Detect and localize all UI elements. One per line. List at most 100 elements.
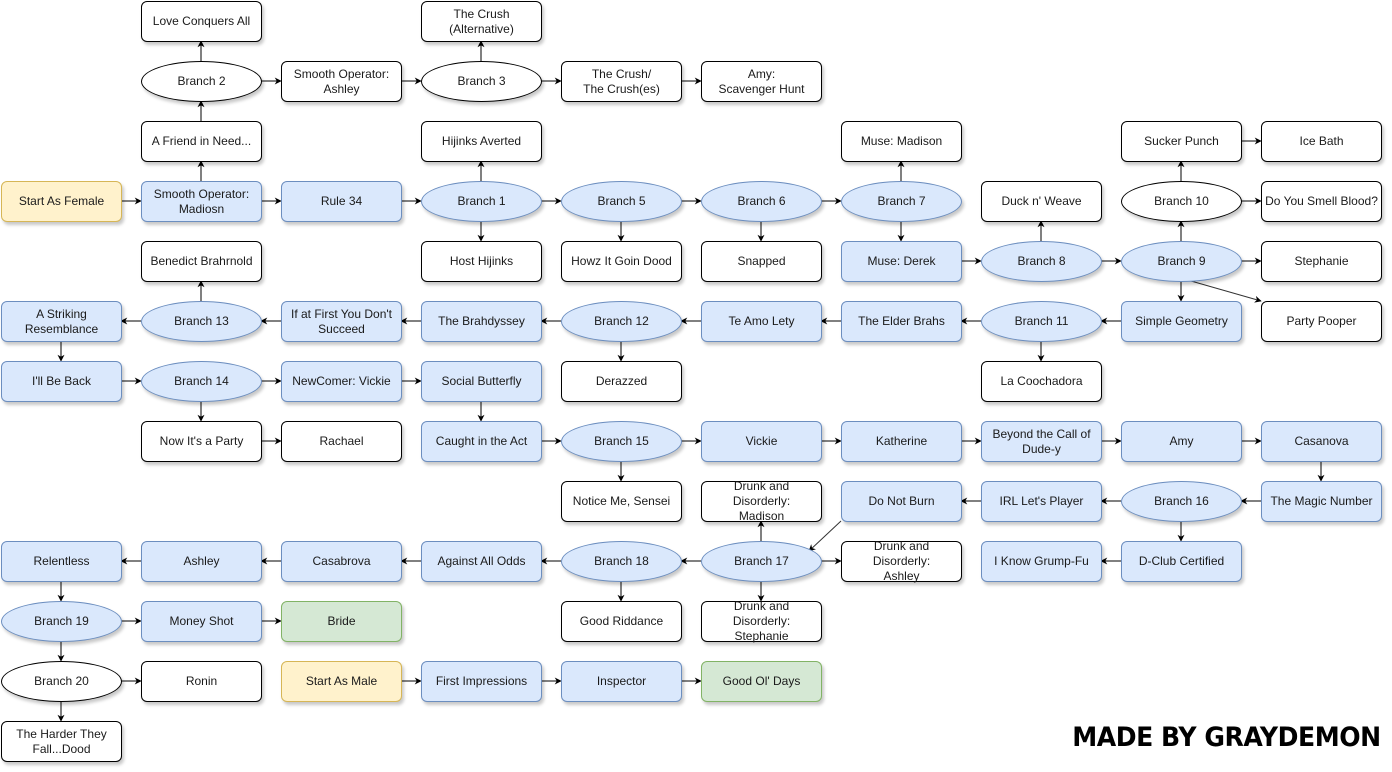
scene-node-striking[interactable]: A Striking Resemblance [1,301,122,342]
branch-node-branch8[interactable]: Branch 8 [981,241,1102,282]
scene-node-grump-fu[interactable]: I Know Grump-Fu [981,541,1102,582]
node-label: If at First You Don't Succeed [290,306,392,336]
scene-node-amy-hunt[interactable]: Amy: Scavenger Hunt [701,61,822,102]
branch-node-branch14[interactable]: Branch 14 [141,361,262,402]
branch-node-branch18[interactable]: Branch 18 [561,541,682,582]
scene-node-ronin[interactable]: Ronin [141,661,262,702]
scene-node-magic-number[interactable]: The Magic Number [1261,481,1382,522]
node-label: Branch 15 [594,434,649,448]
branch-node-branch9[interactable]: Branch 9 [1121,241,1242,282]
scene-node-against-odds[interactable]: Against All Odds [421,541,542,582]
branch-node-branch13[interactable]: Branch 13 [141,301,262,342]
scene-node-irl-lets[interactable]: IRL Let's Player [981,481,1102,522]
scene-node-howz-it[interactable]: Howz It Goin Dood [561,241,682,282]
scene-node-newcomer[interactable]: NewComer: Vickie [281,361,402,402]
scene-node-crush-alt[interactable]: The Crush (Alternative) [421,1,542,42]
scene-node-good-ol-days[interactable]: Good Ol' Days [701,661,822,702]
node-label: Sucker Punch [1144,134,1219,148]
scene-node-party-pooper[interactable]: Party Pooper [1261,301,1382,342]
scene-node-simple-geo[interactable]: Simple Geometry [1121,301,1242,342]
scene-node-rachael[interactable]: Rachael [281,421,402,462]
scene-node-muse-madison[interactable]: Muse: Madison [841,121,962,162]
node-label: Bride [327,614,356,628]
branch-node-branch12[interactable]: Branch 12 [561,301,682,342]
scene-node-do-not-burn[interactable]: Do Not Burn [841,481,962,522]
scene-node-dclub[interactable]: D-Club Certified [1121,541,1242,582]
scene-node-harder-fall[interactable]: The Harder They Fall...Dood [1,721,122,762]
scene-node-coochadora[interactable]: La Coochadora [981,361,1102,402]
scene-node-te-amo[interactable]: Te Amo Lety [701,301,822,342]
scene-node-now-party[interactable]: Now It's a Party [141,421,262,462]
scene-node-inspector[interactable]: Inspector [561,661,682,702]
scene-node-host-hijinks[interactable]: Host Hijinks [421,241,542,282]
node-label: Branch 18 [594,554,649,568]
scene-node-crush-es[interactable]: The Crush/ The Crush(es) [561,61,682,102]
scene-node-ashley[interactable]: Ashley [141,541,262,582]
scene-node-elder-brahs[interactable]: The Elder Brahs [841,301,962,342]
scene-node-casabrova[interactable]: Casabrova [281,541,402,582]
node-label: The Crush (Alternative) [449,6,514,36]
scene-node-friend-need[interactable]: A Friend in Need... [141,121,262,162]
scene-node-ill-be-back[interactable]: I'll Be Back [1,361,122,402]
node-label: A Friend in Need... [151,134,252,148]
branch-node-branch15[interactable]: Branch 15 [561,421,682,462]
scene-node-start-female[interactable]: Start As Female [1,181,122,222]
scene-node-dd-stephanie[interactable]: Drunk and Disorderly: Stephanie [701,599,822,643]
scene-node-amy[interactable]: Amy [1121,421,1242,462]
scene-node-ice-bath[interactable]: Ice Bath [1261,121,1382,162]
scene-node-duck-weave[interactable]: Duck n' Weave [981,181,1102,222]
branch-node-branch5[interactable]: Branch 5 [561,181,682,222]
scene-node-benedict[interactable]: Benedict Brahrnold [141,241,262,282]
scene-node-derazzed[interactable]: Derazzed [561,361,682,402]
branch-node-branch10[interactable]: Branch 10 [1121,181,1242,222]
scene-node-so-ashley[interactable]: Smooth Operator: Ashley [281,61,402,102]
branch-node-branch3[interactable]: Branch 3 [421,61,542,102]
scene-node-money-shot[interactable]: Money Shot [141,601,262,642]
branch-node-branch17[interactable]: Branch 17 [701,541,822,582]
node-label: Branch 20 [34,674,89,688]
scene-node-muse-derek[interactable]: Muse: Derek [841,241,962,282]
scene-node-dd-ashley[interactable]: Drunk and Disorderly: Ashley [841,539,962,583]
scene-node-so-madison[interactable]: Smooth Operator: Madiosn [141,181,262,222]
scene-node-bride[interactable]: Bride [281,601,402,642]
node-label: I Know Grump-Fu [994,554,1089,568]
node-label: Branch 5 [597,194,646,208]
scene-node-social-butterfly[interactable]: Social Butterfly [421,361,542,402]
branch-node-branch11[interactable]: Branch 11 [981,301,1102,342]
node-label: Branch 3 [457,74,506,88]
scene-node-love-conquers[interactable]: Love Conquers All [141,1,262,42]
scene-node-snapped[interactable]: Snapped [701,241,822,282]
branch-node-branch16[interactable]: Branch 16 [1121,481,1242,522]
scene-node-notice-me[interactable]: Notice Me, Sensei [561,481,682,522]
scene-node-vickie[interactable]: Vickie [701,421,822,462]
branch-node-branch1[interactable]: Branch 1 [421,181,542,222]
scene-node-brahdyssey[interactable]: The Brahdyssey [421,301,542,342]
scene-node-caught-act[interactable]: Caught in the Act [421,421,542,462]
branch-node-branch19[interactable]: Branch 19 [1,601,122,642]
node-label: Branch 16 [1154,494,1209,508]
node-label: Branch 10 [1154,194,1209,208]
scene-node-casanova[interactable]: Casanova [1261,421,1382,462]
node-label: Muse: Madison [860,134,943,148]
node-label: Do You Smell Blood? [1265,194,1378,208]
branch-node-branch6[interactable]: Branch 6 [701,181,822,222]
scene-node-relentless[interactable]: Relentless [1,541,122,582]
scene-node-katherine[interactable]: Katherine [841,421,962,462]
scene-node-rule34[interactable]: Rule 34 [281,181,402,222]
scene-node-smell-blood[interactable]: Do You Smell Blood? [1261,181,1382,222]
scene-node-if-at-first[interactable]: If at First You Don't Succeed [281,301,402,342]
scene-node-hijinks-averted[interactable]: Hijinks Averted [421,121,542,162]
scene-node-sucker-punch[interactable]: Sucker Punch [1121,121,1242,162]
scene-node-beyond-call[interactable]: Beyond the Call of Dude-y [981,421,1102,462]
node-label: Snapped [737,254,786,268]
scene-node-first-impressions[interactable]: First Impressions [421,661,542,702]
scene-node-stephanie[interactable]: Stephanie [1261,241,1382,282]
scene-node-dd-madison[interactable]: Drunk and Disorderly: Madison [701,479,822,523]
scene-node-good-riddance[interactable]: Good Riddance [561,601,682,642]
scene-node-start-male[interactable]: Start As Male [281,661,402,702]
branch-node-branch2[interactable]: Branch 2 [141,61,262,102]
node-label: Good Ol' Days [722,674,801,688]
node-label: The Harder They Fall...Dood [16,726,107,756]
branch-node-branch7[interactable]: Branch 7 [841,181,962,222]
branch-node-branch20[interactable]: Branch 20 [1,661,122,702]
